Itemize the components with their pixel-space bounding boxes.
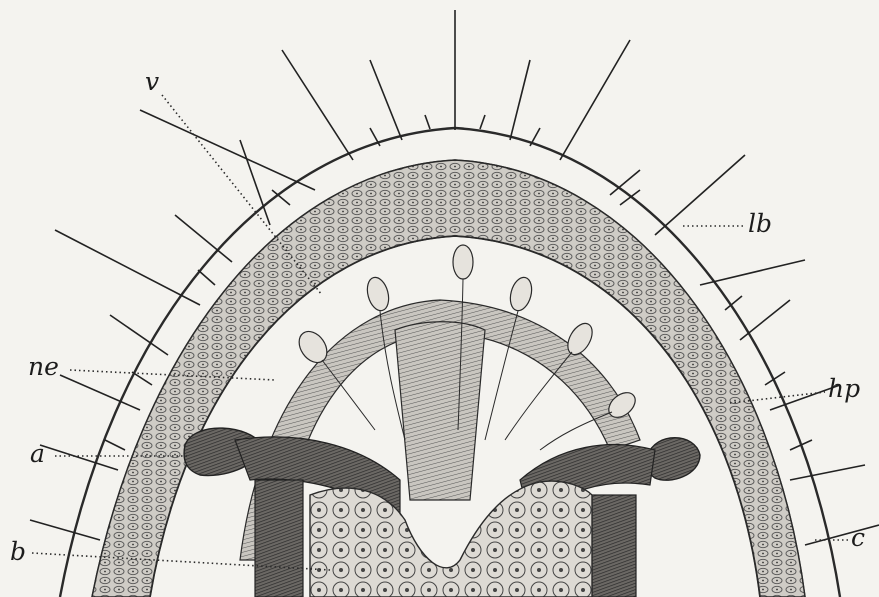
central-nerve-column [395, 322, 485, 500]
label-a: a [30, 439, 45, 468]
label-v: v [145, 67, 159, 96]
label-ne: ne [28, 352, 59, 381]
label-c: c [851, 523, 865, 552]
label-hp: hp [828, 374, 860, 403]
label-b: b [10, 537, 26, 566]
label-lb: lb [748, 209, 772, 238]
